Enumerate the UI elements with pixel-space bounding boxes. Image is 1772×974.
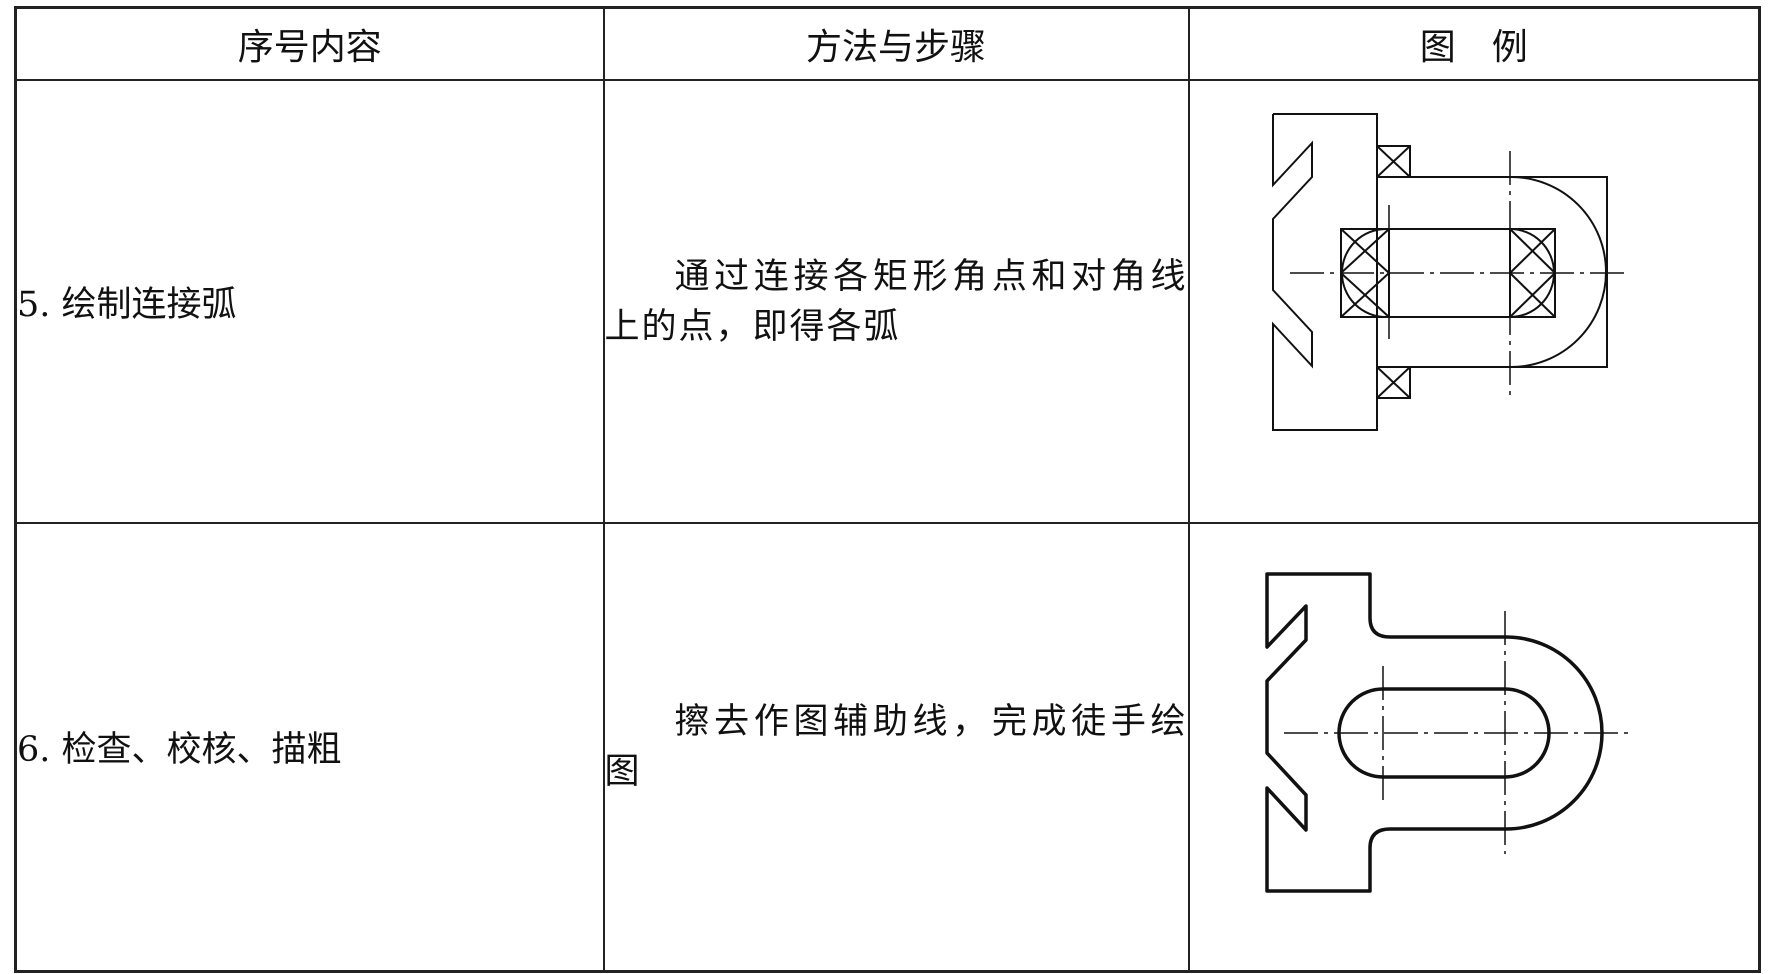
step-cell: 6. 检查、校核、描粗 — [14, 522, 605, 972]
clamp-outline — [1271, 112, 1378, 431]
table-row: 6. 检查、校核、描粗 擦去作图辅助线，完成徒手绘图 — [14, 522, 1761, 972]
header-method: 方法与步骤 — [602, 6, 1190, 81]
steps-table: 序号内容 方法与步骤 图 例 5. 绘制连接弧 通过连接各矩形角点和对角线上的点… — [14, 6, 1761, 973]
part-outline — [1264, 572, 1604, 893]
header-row: 序号内容 方法与步骤 图 例 — [14, 6, 1761, 81]
header-figure: 图 例 — [1187, 6, 1761, 81]
method-cell: 通过连接各矩形角点和对角线上的点，即得各弧 — [602, 79, 1190, 524]
outer-rectangle — [1375, 175, 1608, 368]
finished-drawing — [1264, 572, 1630, 893]
construction-drawing — [1271, 112, 1626, 431]
figure-cell — [1187, 522, 1761, 972]
method-text: 擦去作图辅助线，完成徒手绘图 — [604, 701, 1188, 792]
figure-cell — [1187, 79, 1761, 524]
header-step: 序号内容 — [14, 6, 605, 81]
method-cell: 擦去作图辅助线，完成徒手绘图 — [602, 522, 1190, 972]
outer-arc — [1510, 175, 1607, 368]
step-cell: 5. 绘制连接弧 — [14, 79, 605, 524]
table-row: 5. 绘制连接弧 通过连接各矩形角点和对角线上的点，即得各弧 — [14, 79, 1761, 524]
method-text: 通过连接各矩形角点和对角线上的点，即得各弧 — [604, 256, 1188, 347]
